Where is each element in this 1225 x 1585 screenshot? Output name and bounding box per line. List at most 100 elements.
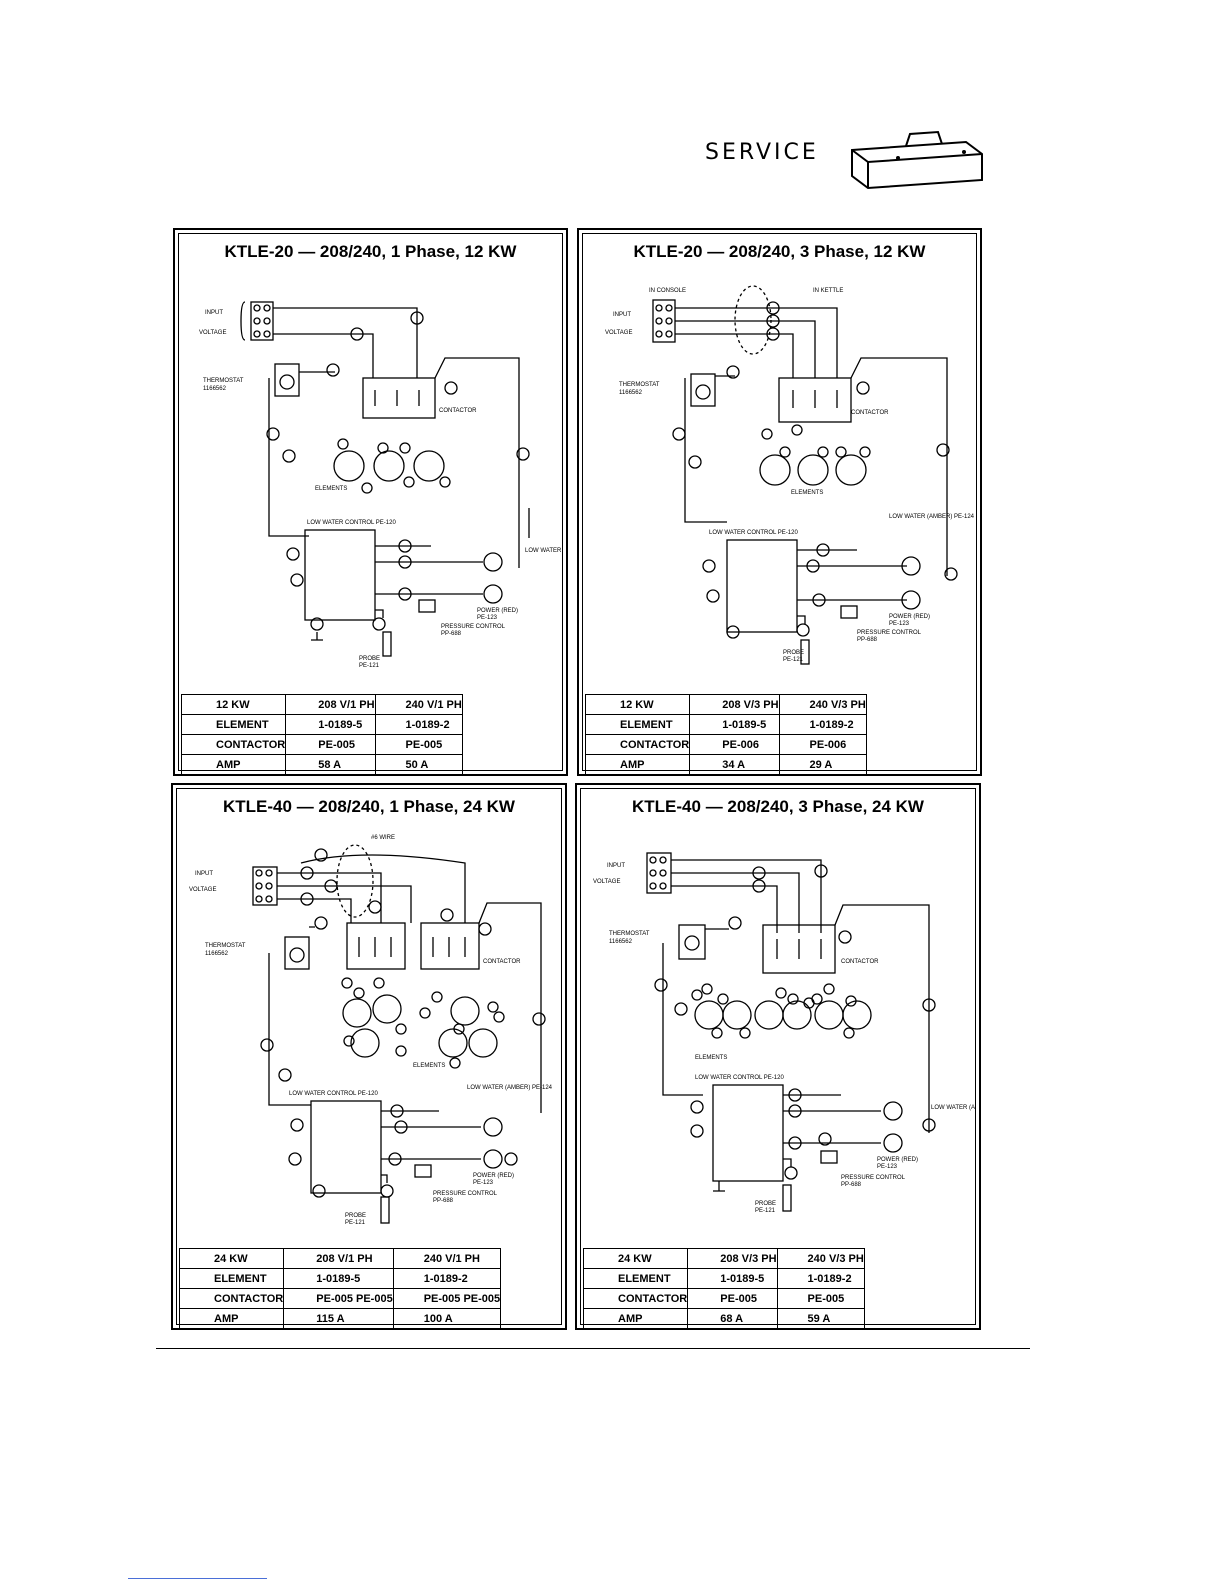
spec-cell: PE-005 bbox=[285, 734, 376, 755]
pressure-control-label: PRESSURE CONTROL bbox=[441, 624, 506, 630]
thermostat-label: THERMOSTAT bbox=[619, 382, 660, 388]
spec-cell: ELEMENT bbox=[584, 714, 691, 735]
power-part: PE-123 bbox=[877, 1164, 898, 1170]
probe-label: PROBE bbox=[359, 656, 380, 662]
probe-part: PE-121 bbox=[783, 657, 804, 663]
power-part: PE-123 bbox=[477, 615, 498, 621]
spec-cell: 50 A bbox=[374, 754, 463, 775]
section-label: SERVICE bbox=[705, 140, 819, 165]
spec-cell: 240 V/3 PH bbox=[776, 1248, 865, 1269]
low-water-control-box bbox=[310, 1100, 382, 1194]
spec-cell: AMP bbox=[178, 1308, 285, 1329]
wiring-panel-ktle20-1ph: KTLE-20 — 208/240, 1 Phase, 12 KW INPUT … bbox=[173, 228, 568, 776]
contactor-box bbox=[762, 924, 836, 974]
spec-cell: 208 V/3 PH bbox=[689, 694, 780, 715]
power-label: POWER (RED) bbox=[877, 1157, 918, 1163]
thermostat-part: 1166562 bbox=[205, 951, 229, 957]
contactor-label: CONTACTOR bbox=[439, 408, 477, 414]
in-console-label: IN CONSOLE bbox=[649, 288, 686, 294]
spec-cell: CONTACTOR bbox=[584, 734, 691, 755]
thermostat-label: THERMOSTAT bbox=[205, 943, 246, 949]
power-label: POWER (RED) bbox=[473, 1173, 514, 1179]
input-label: INPUT bbox=[195, 871, 213, 877]
elements-label: ELEMENTS bbox=[695, 1055, 727, 1061]
elements-label: ELEMENTS bbox=[315, 486, 347, 492]
spec-cell: CONTACTOR bbox=[180, 734, 287, 755]
panel-title: KTLE-20 — 208/240, 1 Phase, 12 KW bbox=[224, 242, 517, 261]
elements-label: ELEMENTS bbox=[791, 490, 823, 496]
voltage-label: VOLTAGE bbox=[593, 879, 620, 885]
low-water-control-label: LOW WATER CONTROL PE-120 bbox=[695, 1075, 784, 1081]
spec-cell: 59 A bbox=[776, 1308, 865, 1329]
spec-cell: 115 A bbox=[283, 1308, 394, 1329]
spec-cell: 240 V/1 PH bbox=[392, 1248, 502, 1269]
in-kettle-label: IN KETTLE bbox=[813, 288, 843, 294]
panel-title: KTLE-40 — 208/240, 3 Phase, 24 KW bbox=[632, 797, 924, 816]
spec-cell: 1-0189-2 bbox=[374, 714, 463, 735]
contactor-label: CONTACTOR bbox=[851, 410, 889, 416]
low-water-label: LOW WATER (AMBER) PE-124 bbox=[931, 1105, 975, 1111]
pressure-control-part: PP-688 bbox=[857, 637, 878, 643]
contactor-box-2 bbox=[420, 922, 480, 970]
probe-label: PROBE bbox=[345, 1213, 366, 1219]
low-water-control-box bbox=[726, 539, 798, 633]
spec-cell: 29 A bbox=[778, 754, 867, 775]
voltage-label: VOLTAGE bbox=[199, 330, 226, 336]
spec-cell: 68 A bbox=[687, 1308, 778, 1329]
toolbox-icon bbox=[851, 130, 983, 190]
spec-cell: 1-0189-2 bbox=[392, 1268, 502, 1289]
contactor-box bbox=[362, 377, 436, 419]
low-water-control-box bbox=[304, 529, 376, 621]
spec-cell: PE-005 PE-005 bbox=[283, 1288, 394, 1309]
spec-cell: 100 A bbox=[392, 1308, 502, 1329]
probe-part: PE-121 bbox=[345, 1220, 366, 1226]
probe-part: PE-121 bbox=[755, 1208, 776, 1214]
low-water-label: LOW WATER (AMBER) PE-124 bbox=[525, 548, 563, 554]
wiring-diagram: #6 WIRE INPUT VOLTAGE THERMOSTAT 1166562… bbox=[189, 835, 553, 1226]
spec-cell: AMP bbox=[584, 754, 691, 775]
spec-cell: 58 A bbox=[285, 754, 376, 775]
wiring-panel-ktle40-3ph: KTLE-40 — 208/240, 3 Phase, 24 KW INPUT … bbox=[575, 783, 981, 1330]
spec-cell: CONTACTOR bbox=[178, 1288, 285, 1309]
spec-cell: PE-006 bbox=[689, 734, 780, 755]
low-water-control-label: LOW WATER CONTROL PE-120 bbox=[709, 530, 798, 536]
spec-cell: 1-0189-2 bbox=[778, 714, 867, 735]
spec-cell: 208 V/1 PH bbox=[285, 694, 376, 715]
spec-cell: 240 V/3 PH bbox=[778, 694, 867, 715]
pressure-control-part: PP-688 bbox=[433, 1198, 454, 1204]
pressure-control-label: PRESSURE CONTROL bbox=[433, 1191, 498, 1197]
panel-title: KTLE-20 — 208/240, 3 Phase, 12 KW bbox=[633, 242, 926, 261]
contactor-box bbox=[778, 377, 852, 423]
contactor-box-1 bbox=[346, 922, 406, 970]
spec-cell: PE-005 bbox=[687, 1288, 778, 1309]
wiring-panel-ktle20-3ph: KTLE-20 — 208/240, 3 Phase, 12 KW IN CON… bbox=[577, 228, 982, 776]
power-label: POWER (RED) bbox=[889, 614, 930, 620]
pressure-control-label: PRESSURE CONTROL bbox=[857, 630, 922, 636]
thermostat-label: THERMOSTAT bbox=[203, 378, 244, 384]
input-label: INPUT bbox=[607, 863, 625, 869]
wiring-diagram: IN CONSOLE IN KETTLE INPUT VOLTAGE THERM… bbox=[605, 285, 975, 665]
spec-cell: 1-0189-5 bbox=[283, 1268, 394, 1289]
spec-cell: PE-005 bbox=[776, 1288, 865, 1309]
wire6-label: #6 WIRE bbox=[371, 835, 395, 841]
spec-cell: 240 V/1 PH bbox=[374, 694, 463, 715]
probe-label: PROBE bbox=[755, 1201, 776, 1207]
wiring-diagram: INPUT VOLTAGE THERMOSTAT 1166562 CONTACT… bbox=[593, 852, 975, 1214]
input-terminal-block bbox=[250, 301, 274, 341]
probe-part: PE-121 bbox=[359, 663, 380, 669]
wiring-diagram: INPUT VOLTAGE THERMOSTAT 1166562 CONTACT… bbox=[199, 301, 563, 669]
low-water-control-label: LOW WATER CONTROL PE-120 bbox=[307, 520, 396, 526]
contactor-label: CONTACTOR bbox=[841, 959, 879, 965]
spec-cell: 24 KW bbox=[582, 1248, 689, 1269]
pressure-control-part: PP-688 bbox=[841, 1182, 862, 1188]
pressure-control-part: PP-688 bbox=[441, 631, 462, 637]
spec-cell: AMP bbox=[582, 1308, 689, 1329]
spec-cell: 12 KW bbox=[584, 694, 691, 715]
spec-cell: AMP bbox=[180, 754, 287, 775]
spec-cell: ELEMENT bbox=[582, 1268, 689, 1289]
input-label: INPUT bbox=[613, 312, 631, 318]
voltage-label: VOLTAGE bbox=[189, 887, 216, 893]
